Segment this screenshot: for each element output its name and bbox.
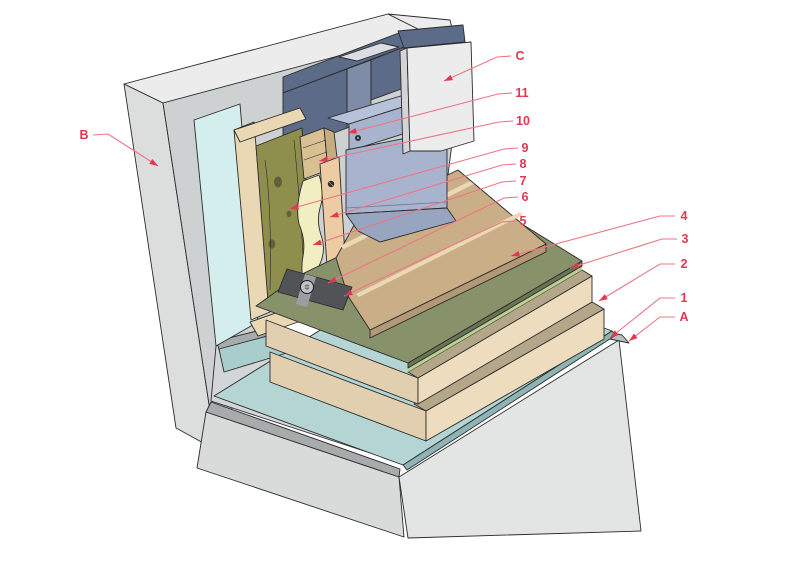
arrowhead-B <box>149 158 158 166</box>
label-11: 11 <box>347 86 529 134</box>
plank-seam-stripe <box>356 212 523 297</box>
leader-line-11 <box>347 92 513 134</box>
leader-line-9 <box>289 147 519 210</box>
label-A: A <box>628 310 689 342</box>
label-3: 3 <box>569 232 689 269</box>
leader-line-B <box>92 133 159 167</box>
arrowhead-3 <box>570 262 579 269</box>
blocking-grain-line <box>302 139 327 149</box>
arrowhead-8 <box>330 211 339 218</box>
label-text-C: C <box>515 49 524 63</box>
label-text-B: B <box>79 128 88 142</box>
leader-line-C <box>443 55 512 82</box>
membrane-bright-edge <box>408 266 582 372</box>
label-C: C <box>443 49 525 82</box>
label-4: 4 <box>510 209 688 257</box>
blocking-grain-line <box>303 151 328 161</box>
arrowhead-1 <box>610 330 619 338</box>
label-text-4: 4 <box>681 209 688 223</box>
label-5: 5 <box>343 214 527 297</box>
concrete-deck-slab <box>196 329 642 539</box>
label-7: 7 <box>312 174 527 246</box>
label-6: 6 <box>327 190 529 284</box>
arrowhead-4 <box>511 250 520 257</box>
label-text-2: 2 <box>681 257 688 271</box>
label-9: 9 <box>289 141 529 210</box>
arrowhead-11 <box>348 128 357 134</box>
label-text-8: 8 <box>520 157 527 171</box>
frame-left-board <box>233 121 271 321</box>
arrowhead-9 <box>290 203 299 210</box>
label-2: 2 <box>598 257 688 302</box>
leader-line-3 <box>569 238 677 269</box>
frame-top-board <box>233 107 307 143</box>
label-text-5: 5 <box>520 214 527 228</box>
slab-front-right-face <box>398 339 642 539</box>
arrowhead-2 <box>599 294 608 301</box>
label-text-1: 1 <box>681 291 688 305</box>
leader-line-4 <box>510 215 675 257</box>
coping-channel-interior <box>338 42 400 62</box>
plywood-knot <box>274 176 282 188</box>
label-1: 1 <box>609 291 688 339</box>
label-text-7: 7 <box>520 174 527 188</box>
leader-line-8 <box>329 163 517 218</box>
plywood-knot <box>286 210 292 218</box>
leader-line-2 <box>598 263 675 302</box>
leader-line-7 <box>312 180 517 246</box>
label-text-3: 3 <box>682 232 689 246</box>
label-B: B <box>79 128 159 167</box>
arrowhead-5 <box>344 289 353 296</box>
leader-line-A <box>628 316 675 342</box>
annotation-layer: B C 11 10 9 8 7 6 5 4 3 2 1A <box>79 49 689 342</box>
leader-line-6 <box>327 196 519 284</box>
coping-band-behind-cap <box>397 24 466 49</box>
slab-top-shadow-band <box>205 401 401 478</box>
plywood-grain-line <box>264 159 271 291</box>
arrowhead-7 <box>313 239 322 246</box>
cap-panel <box>399 41 475 155</box>
membrane-fastener-plate <box>277 268 353 311</box>
arrowhead-6 <box>328 276 337 283</box>
plywood-knot <box>268 239 276 249</box>
label-10: 10 <box>318 114 530 163</box>
label-text-6: 6 <box>522 190 529 204</box>
label-text-A: A <box>679 310 688 324</box>
arrowhead-A <box>629 333 638 341</box>
leader-line-10 <box>318 120 514 162</box>
flashing-kick-out <box>345 207 457 243</box>
label-8: 8 <box>329 157 527 218</box>
screw-slot <box>328 181 334 187</box>
label-text-10: 10 <box>516 114 530 128</box>
insulation-boards <box>265 269 605 442</box>
cap-front-face <box>406 41 475 152</box>
arrowhead-C <box>444 74 453 81</box>
leader-line-1 <box>609 297 675 339</box>
label-text-11: 11 <box>515 86 528 100</box>
leader-line-5 <box>343 220 517 297</box>
arrowhead-10 <box>319 156 328 163</box>
label-text-9: 9 <box>522 141 529 155</box>
flashing-screw-center <box>356 136 360 140</box>
